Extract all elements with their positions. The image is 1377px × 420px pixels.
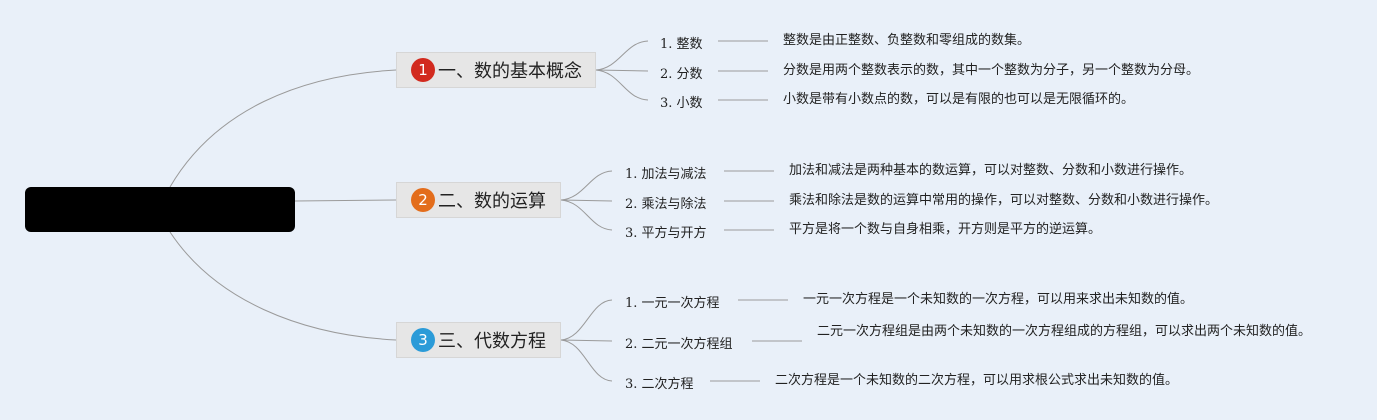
description-fraction: 分数是用两个整数表示的数，其中一个整数为分子，另一个整数为分母。 — [783, 63, 1200, 78]
number-badge-1: 1 — [411, 58, 435, 82]
description-integer: 整数是由正整数、负整数和零组成的数集。 — [783, 33, 1031, 48]
subtopic-linear-equation[interactable]: 1. 一元一次方程 — [625, 296, 720, 311]
branch-number-concepts[interactable]: 1 一、数的基本概念 — [396, 52, 596, 88]
subtopic-fraction[interactable]: 2. 分数 — [660, 67, 703, 82]
subtopic-add-subtract[interactable]: 1. 加法与减法 — [625, 167, 707, 182]
subtopic-integer[interactable]: 1. 整数 — [660, 37, 703, 52]
subtopic-linear-system[interactable]: 2. 二元一次方程组 — [625, 337, 733, 352]
branch-algebraic-equations[interactable]: 3 三、代数方程 — [396, 322, 561, 358]
branch-title: 一、数的基本概念 — [438, 61, 582, 82]
description-add-subtract: 加法和减法是两种基本的数运算，可以对整数、分数和小数进行操作。 — [789, 163, 1193, 178]
branch-title: 二、数的运算 — [438, 191, 546, 212]
description-decimal: 小数是带有小数点的数，可以是有限的也可以是无限循环的。 — [783, 92, 1135, 107]
subtopic-multiply-divide[interactable]: 2. 乘法与除法 — [625, 197, 707, 212]
number-badge-2: 2 — [411, 188, 435, 212]
description-square-root: 平方是将一个数与自身相乘，开方则是平方的逆运算。 — [789, 222, 1102, 237]
subtopic-square-root[interactable]: 3. 平方与开方 — [625, 226, 707, 241]
description-linear-system: 二元一次方程组是由两个未知数的一次方程组成的方程组，可以求出两个未知数的值。 — [817, 324, 1312, 339]
description-quadratic-equation: 二次方程是一个未知数的二次方程，可以用求根公式求出未知数的值。 — [775, 373, 1179, 388]
branch-title: 三、代数方程 — [438, 331, 546, 352]
central-topic-redacted — [25, 187, 295, 232]
description-multiply-divide: 乘法和除法是数的运算中常用的操作，可以对整数、分数和小数进行操作。 — [789, 193, 1219, 208]
subtopic-quadratic-equation[interactable]: 3. 二次方程 — [625, 377, 694, 392]
branch-number-operations[interactable]: 2 二、数的运算 — [396, 182, 561, 218]
description-linear-equation: 一元一次方程是一个未知数的一次方程，可以用来求出未知数的值。 — [803, 292, 1194, 307]
subtopic-decimal[interactable]: 3. 小数 — [660, 96, 703, 111]
number-badge-3: 3 — [411, 328, 435, 352]
